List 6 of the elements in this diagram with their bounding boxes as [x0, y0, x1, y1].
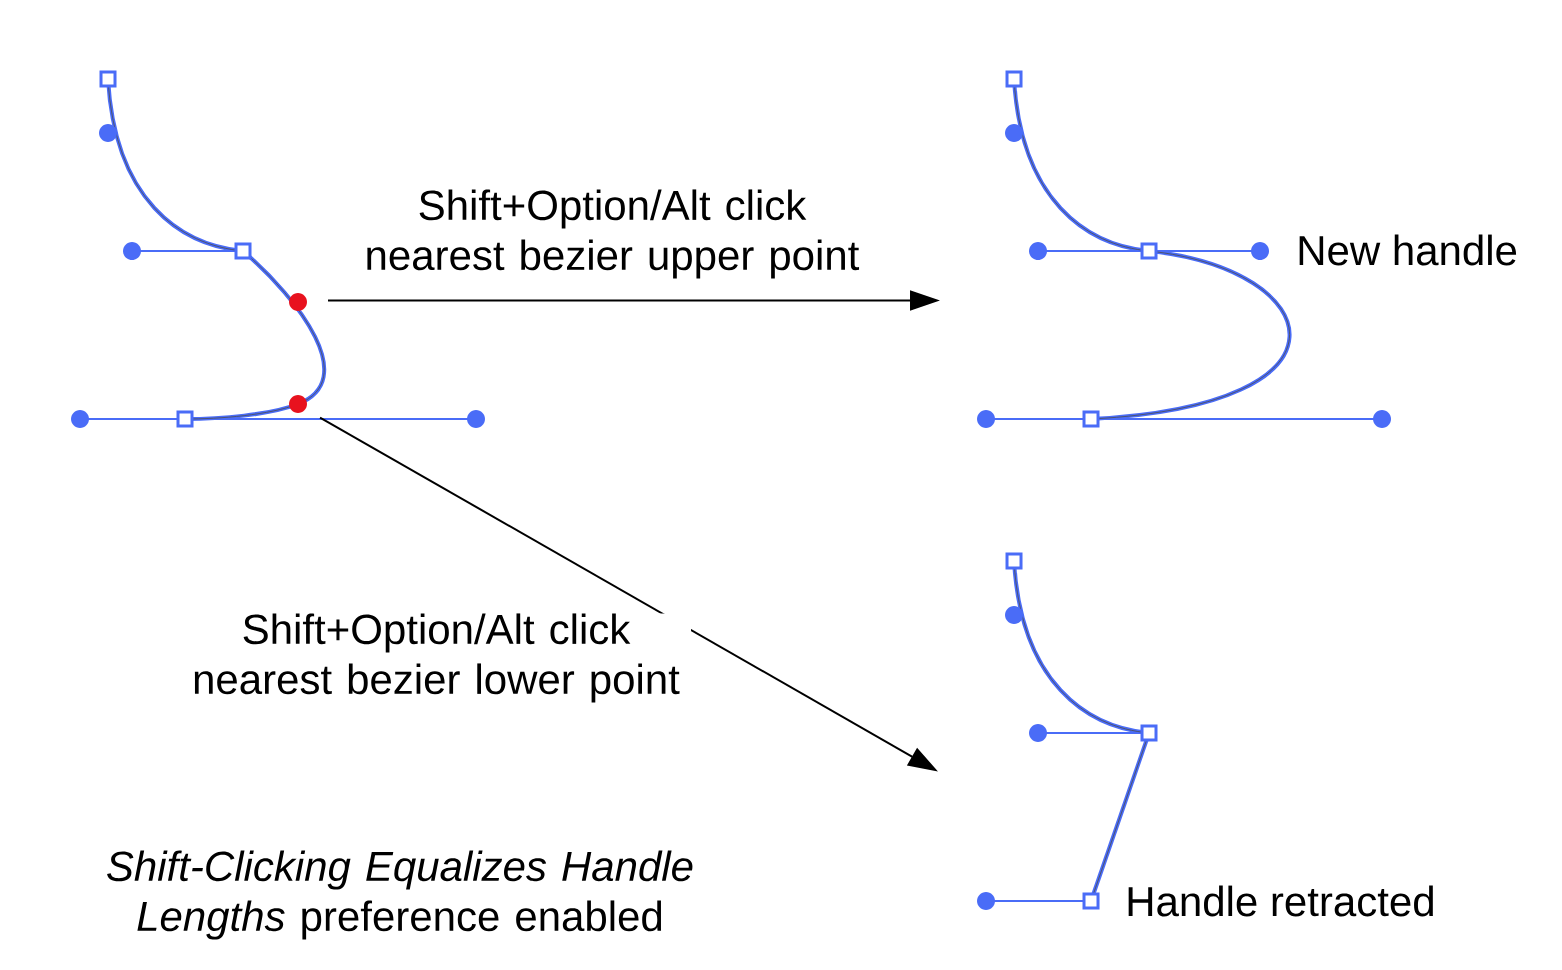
edge-label: Shift+Option/Alt click nearest bezier upper point: [357, 189, 867, 279]
handle-caption: Handle retracted: [1128, 885, 1433, 917]
handle-caption: New handle: [1299, 234, 1517, 266]
note: Shift-Clicking Equalizes Handle Lengths preference enabled: [107, 850, 693, 940]
bezier-path-drawing: [977, 70, 1391, 428]
edge-label: Shift+Option/Alt click nearest bezier lower point: [181, 613, 691, 703]
